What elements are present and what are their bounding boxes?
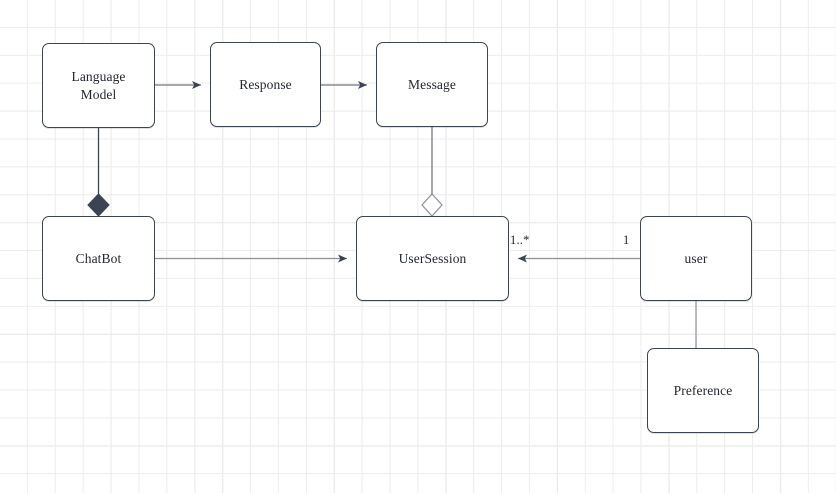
filled-diamond-marker — [87, 193, 110, 217]
node-label-chatbot: ChatBot — [75, 250, 122, 266]
node-label-usersession: UserSession — [398, 250, 467, 266]
node-label-message: Message — [408, 76, 456, 92]
node-usersession[interactable]: UserSession — [356, 216, 509, 301]
node-label-user: user — [684, 250, 708, 266]
node-language-model[interactable]: Language Model — [42, 43, 155, 128]
node-label-preference: Preference — [673, 382, 733, 398]
node-label-response: Response — [239, 76, 292, 92]
node-message[interactable]: Message — [376, 42, 488, 127]
edge-label-multiplicity-one: 1 — [623, 233, 630, 247]
node-user[interactable]: user — [640, 216, 752, 301]
node-preference[interactable]: Preference — [647, 348, 759, 433]
node-response[interactable]: Response — [210, 42, 321, 127]
edge-label-multiplicity-many: 1..* — [510, 233, 530, 247]
hollow-diamond-marker — [421, 193, 443, 217]
edge-message-to-usersession — [421, 127, 443, 217]
edge-lm-to-chatbot — [87, 128, 110, 217]
node-label-language-model: Language Model — [71, 68, 126, 102]
node-chatbot[interactable]: ChatBot — [42, 216, 155, 301]
